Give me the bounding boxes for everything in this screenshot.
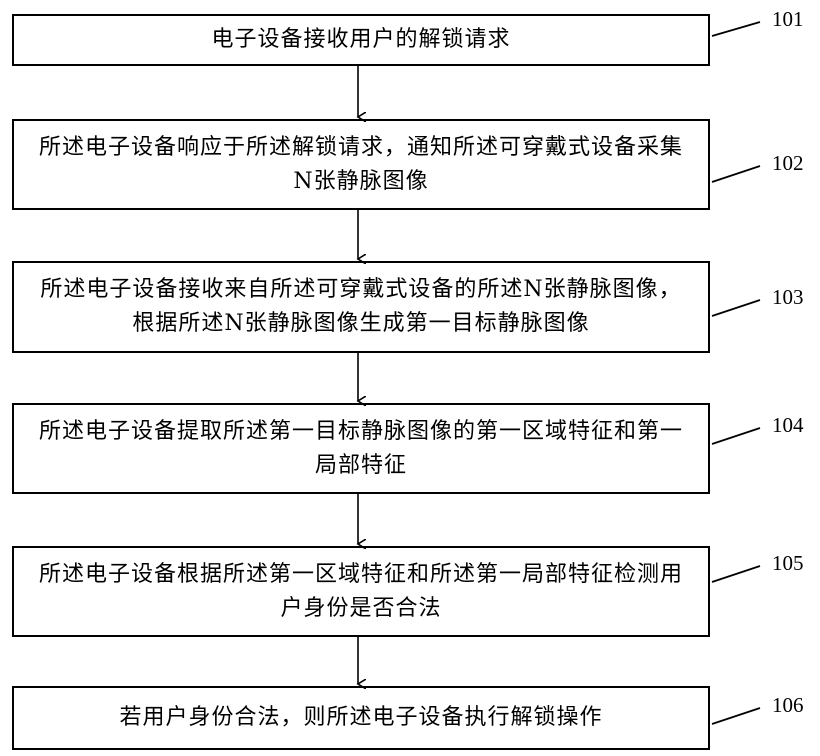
step-ref-105: 105 <box>772 551 804 575</box>
step-text: 所述电子设备响应于所述解锁请求，通知所述可穿戴式设备采集N张静脉图像 <box>38 134 683 194</box>
step-box-105: 所述电子设备根据所述第一区域特征和所述第一局部特征检测用户身份是否合法 <box>12 546 710 637</box>
ref-leader-101 <box>711 21 761 37</box>
step-text: 电子设备接收用户的解锁请求 <box>211 27 511 52</box>
step-text: 所述电子设备接收来自所述可穿戴式设备的所述N张静脉图像，根据所述N张静脉图像生成… <box>40 277 682 336</box>
step-box-106: 若用户身份合法，则所述电子设备执行解锁操作 <box>12 686 710 750</box>
step-ref-103: 103 <box>772 285 804 309</box>
ref-leader-102 <box>711 165 761 183</box>
ref-leader-105 <box>711 565 761 583</box>
step-box-101: 电子设备接收用户的解锁请求 <box>12 14 710 66</box>
step-ref-102: 102 <box>772 151 804 175</box>
step-text: 若用户身份合法，则所述电子设备执行解锁操作 <box>119 705 603 730</box>
step-ref-106: 106 <box>772 693 804 717</box>
step-text: 所述电子设备根据所述第一区域特征和所述第一局部特征检测用户身份是否合法 <box>38 561 683 621</box>
step-text: 所述电子设备提取所述第一目标静脉图像的第一区域特征和第一局部特征 <box>38 418 683 478</box>
ref-leader-104 <box>711 427 761 445</box>
step-ref-104: 104 <box>772 413 804 437</box>
step-box-102: 所述电子设备响应于所述解锁请求，通知所述可穿戴式设备采集N张静脉图像 <box>12 119 710 210</box>
step-box-104: 所述电子设备提取所述第一目标静脉图像的第一区域特征和第一局部特征 <box>12 403 710 494</box>
ref-leader-106 <box>711 707 761 725</box>
step-ref-101: 101 <box>772 7 804 31</box>
ref-leader-103 <box>711 299 761 317</box>
step-box-103: 所述电子设备接收来自所述可穿戴式设备的所述N张静脉图像，根据所述N张静脉图像生成… <box>12 261 710 353</box>
